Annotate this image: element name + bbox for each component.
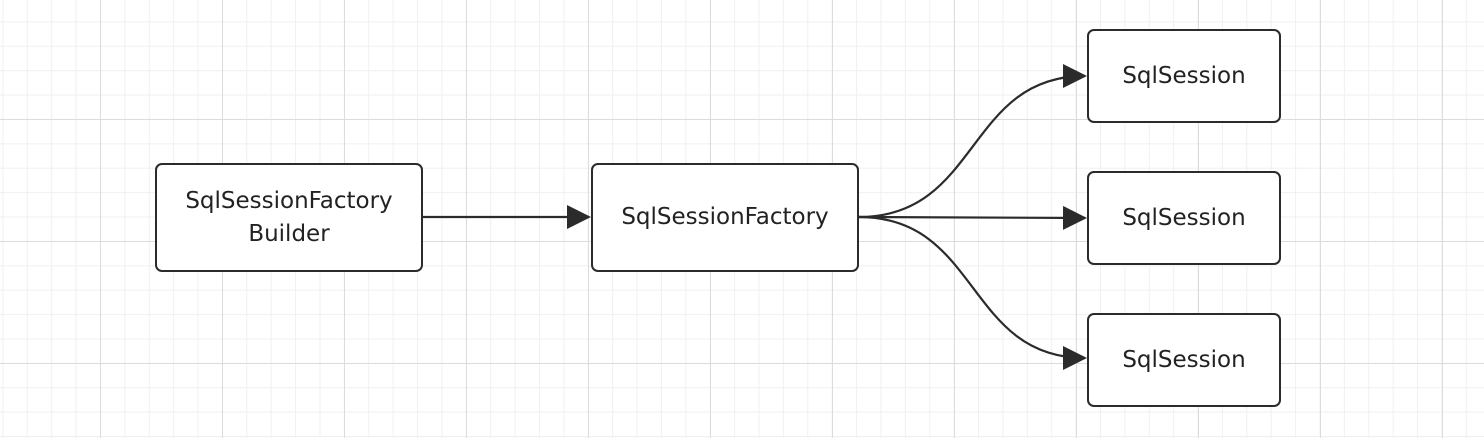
node-sqlsession-2[interactable]: SqlSession (1087, 171, 1281, 265)
node-sqlsession-3[interactable]: SqlSession (1087, 313, 1281, 407)
node-sqlsessionfactory[interactable]: SqlSessionFactory (591, 163, 859, 272)
edge-factory-to-session-1 (858, 64, 1087, 219)
node-label: SqlSession (1122, 204, 1246, 231)
node-label: SqlSession (1122, 346, 1246, 373)
edge-factory-to-session-2 (858, 205, 1087, 230)
node-sqlsession-1[interactable]: SqlSession (1087, 29, 1281, 123)
node-label: SqlSession (1122, 62, 1246, 89)
node-sqlsessionfactory-builder[interactable]: SqlSessionFactory Builder (155, 163, 423, 272)
node-label: SqlSessionFactory (621, 204, 829, 230)
node-label: SqlSessionFactory Builder (185, 187, 393, 247)
edge-factory-to-session-3 (858, 215, 1087, 370)
